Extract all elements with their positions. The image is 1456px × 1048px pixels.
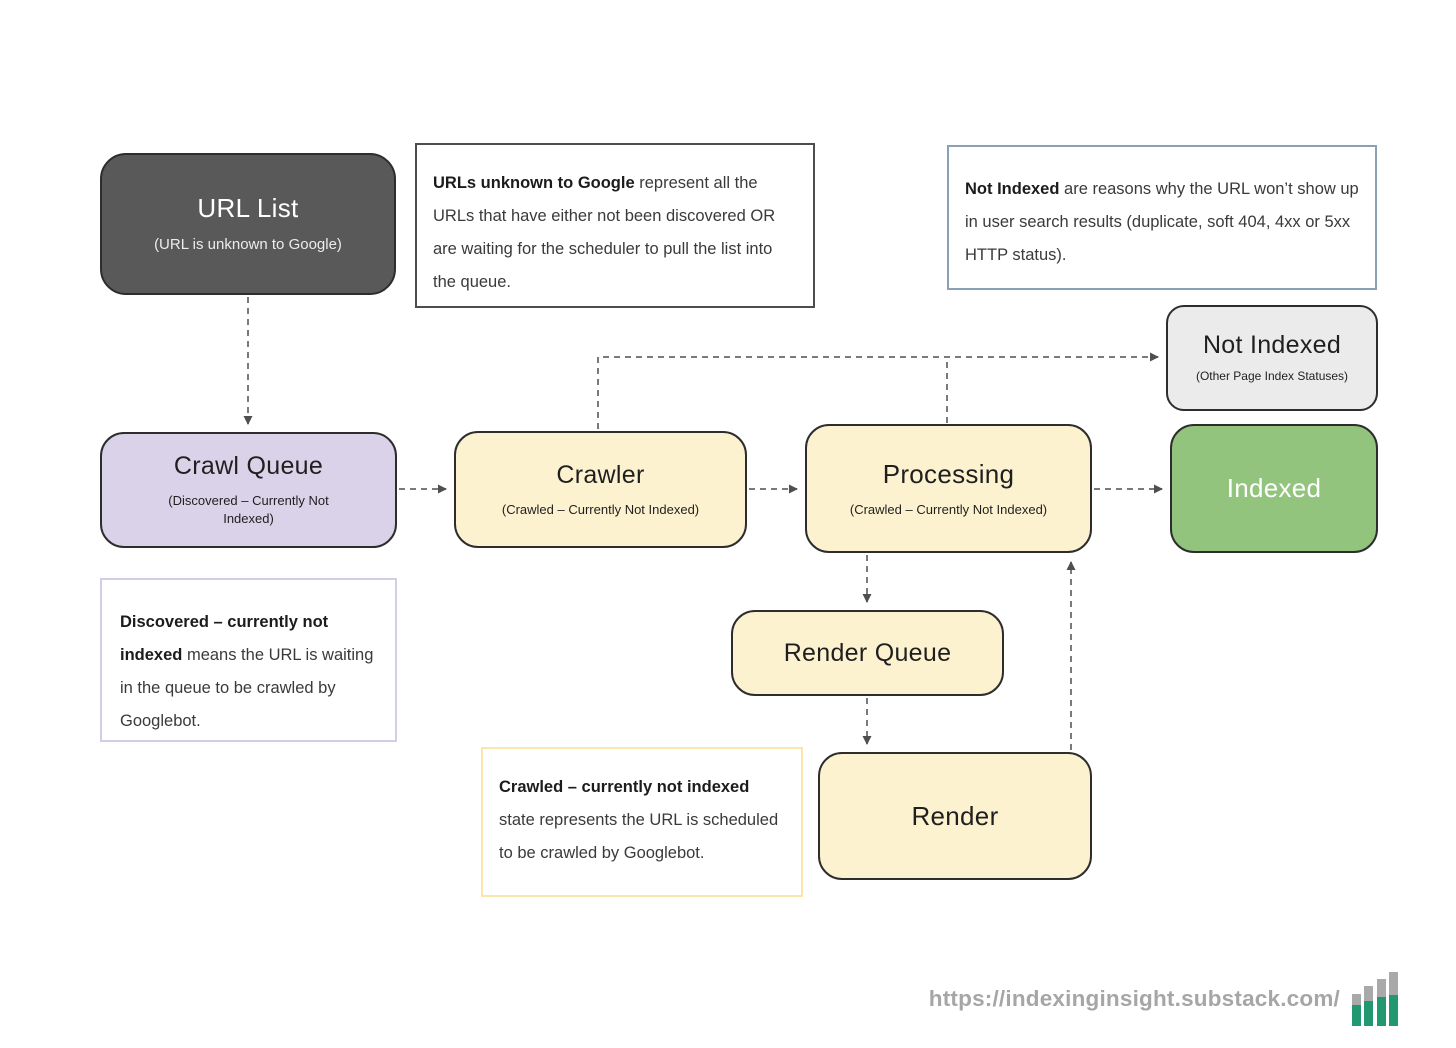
processing-node: Processing (Crawled – Currently Not Inde… bbox=[805, 424, 1092, 553]
note-crawled: Crawled – currently not indexed state re… bbox=[481, 747, 803, 897]
note-crawled-bold: Crawled – currently not indexed bbox=[499, 778, 750, 796]
crawl-queue-subtitle: (Discovered – Currently Not Indexed) bbox=[168, 493, 329, 526]
processing-title: Processing bbox=[882, 458, 1015, 489]
bar-chart-logo-icon bbox=[1352, 972, 1398, 1026]
url-list-title: URL List bbox=[197, 192, 299, 223]
indexed-node: Indexed bbox=[1170, 424, 1378, 553]
render-title: Render bbox=[911, 800, 999, 831]
note-crawled-text: state represents the URL is scheduled to… bbox=[499, 811, 779, 862]
crawl-queue-title: Crawl Queue bbox=[173, 452, 324, 481]
footer-url: https://indexinginsight.substack.com/ bbox=[928, 986, 1340, 1011]
render-node: Render bbox=[818, 752, 1092, 880]
not-indexed-subtitle: (Other Page Index Statuses) bbox=[1195, 369, 1349, 384]
url-list-subtitle: (URL is unknown to Google) bbox=[154, 235, 342, 253]
note-not-indexed-bold: Not Indexed bbox=[965, 180, 1060, 198]
note-discovered-text: means the URL is waiting in the queue to… bbox=[120, 646, 374, 730]
crawl-queue-node: Crawl Queue (Discovered – Currently Not … bbox=[100, 432, 397, 548]
url-list-node: URL List (URL is unknown to Google) bbox=[100, 153, 396, 295]
note-not-indexed: Not Indexed are reasons why the URL won’… bbox=[947, 145, 1377, 290]
render-queue-title: Render Queue bbox=[783, 638, 952, 667]
note-urls-unknown-bold: URLs unknown to Google bbox=[433, 174, 635, 192]
indexed-title: Indexed bbox=[1226, 473, 1322, 503]
crawler-title: Crawler bbox=[556, 460, 645, 489]
note-discovered: Discovered – currently not indexed means… bbox=[100, 578, 397, 742]
render-queue-node: Render Queue bbox=[731, 610, 1004, 696]
note-urls-unknown: URLs unknown to Google represent all the… bbox=[415, 143, 815, 308]
note-not-indexed-text: are reasons why the URL won’t show up in… bbox=[965, 180, 1359, 264]
not-indexed-title: Not Indexed bbox=[1202, 331, 1342, 360]
crawler-subtitle: (Crawled – Currently Not Indexed) bbox=[501, 501, 700, 517]
not-indexed-node: Not Indexed (Other Page Index Statuses) bbox=[1166, 305, 1378, 411]
arrow-crawler-to-not-indexed bbox=[597, 352, 1159, 429]
footer: https://indexinginsight.substack.com/ bbox=[929, 972, 1398, 1026]
crawler-node: Crawler (Crawled – Currently Not Indexed… bbox=[454, 431, 747, 548]
note-discovered-bold: Discovered – currently not indexed bbox=[120, 613, 329, 664]
processing-subtitle: (Crawled – Currently Not Indexed) bbox=[849, 501, 1048, 517]
note-urls-unknown-text: represent all the URLs that have either … bbox=[433, 174, 776, 291]
